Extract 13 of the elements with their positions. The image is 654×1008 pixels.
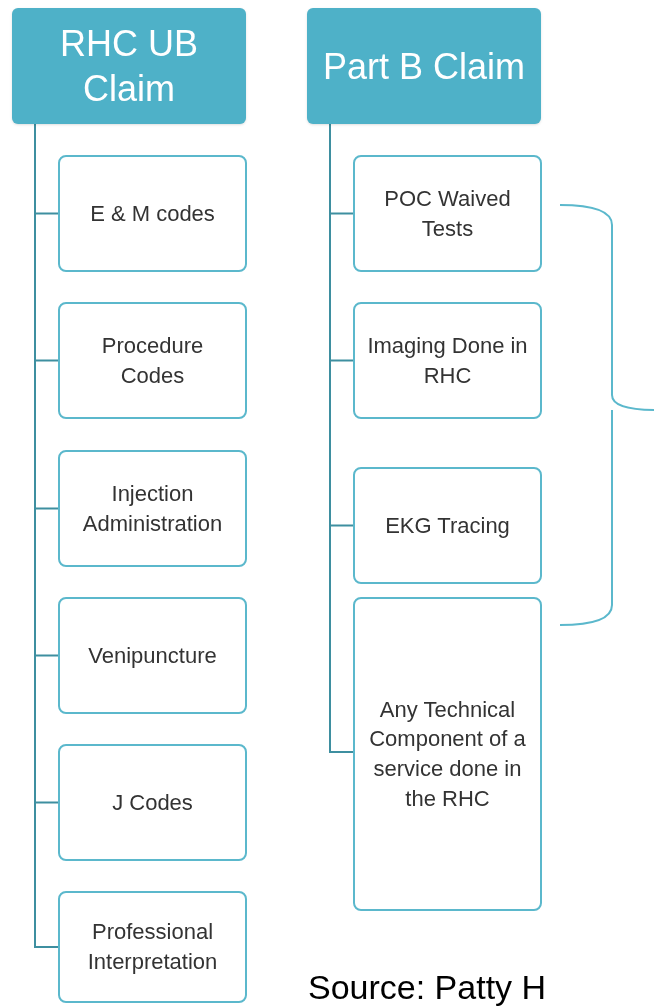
item-box: E & M codes [58,155,247,272]
item-box: Any Technical Component of a service done in the RHC [353,597,542,911]
item-box: EKG Tracing [353,467,542,584]
item-box: J Codes [58,744,247,861]
item-box: Venipuncture [58,597,247,714]
item-box: POC Waived Tests [353,155,542,272]
item-box: Imaging Done in RHC [353,302,542,419]
item-box: Injection Administration [58,450,247,567]
item-box: Procedure Codes [58,302,247,419]
header-box: RHC UB Claim [12,8,246,124]
item-box: Professional Interpretation [58,891,247,1003]
source-note: Source: Patty H [308,967,547,1008]
header-box: Part B Claim [307,8,541,124]
